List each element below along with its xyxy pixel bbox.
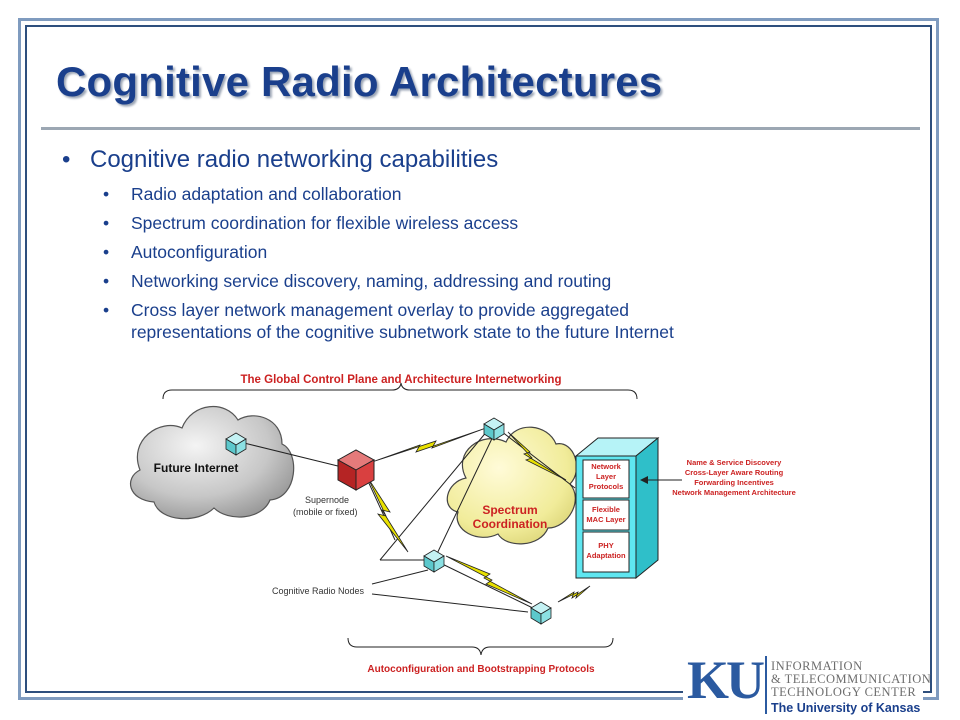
bottom-brace <box>347 637 614 656</box>
radio-node-icon <box>483 417 505 441</box>
stack-network-layer <box>582 459 630 499</box>
slide-frame-inner <box>25 25 932 693</box>
logo-line-3: TECHNOLOGY CENTER <box>771 685 917 699</box>
stack-mac-layer <box>582 499 630 531</box>
stack-network-label-2: Layer <box>596 472 616 481</box>
top-brace <box>162 382 638 400</box>
sub-bullet-adaptation: Radio adaptation and collaboration <box>103 183 402 205</box>
supernode-icon <box>336 449 376 491</box>
radio-node-icon <box>225 432 247 456</box>
logo-line-2: & TELECOMMUNICATION <box>771 672 932 686</box>
future-internet-cloud: Future Internet <box>130 406 295 520</box>
sub-bullet-spectrum: Spectrum coordination for flexible wirel… <box>103 212 518 234</box>
spectrum-label-line2: Coordination <box>473 517 548 531</box>
feature-label-3: Forwarding Incentives <box>694 478 774 487</box>
stack-network-label-1: Network <box>591 462 621 471</box>
lightning-icon <box>367 477 409 553</box>
sub-bullet-cross-layer-cont: representations of the cognitive subnetw… <box>131 322 674 342</box>
lightning-icon <box>445 555 533 605</box>
lightning-icon <box>557 585 591 603</box>
radio-node-icon <box>423 549 445 573</box>
spectrum-label-line1: Spectrum <box>482 503 537 517</box>
stack-mac-label-2: MAC Layer <box>586 515 625 524</box>
feature-label-1: Name & Service Discovery <box>687 458 782 467</box>
stack-phy-label-1: PHY <box>598 541 613 550</box>
feature-label-4: Network Management Architecture <box>672 488 796 497</box>
stack-mac-label-1: Flexible <box>592 505 620 514</box>
cloud-label: Future Internet <box>154 461 239 475</box>
title-divider <box>41 127 920 130</box>
stack-network-label-3: Protocols <box>589 482 624 491</box>
bullet-main: Cognitive radio networking capabilities <box>62 146 498 174</box>
slide-title: Cognitive Radio Architectures <box>56 58 663 105</box>
nodes-label: Cognitive Radio Nodes <box>272 586 365 596</box>
logo-divider <box>765 656 767 714</box>
slide-frame-outer <box>18 18 939 700</box>
spectrum-coordination-cloud: Spectrum Coordination <box>446 426 578 545</box>
arrow-head-icon <box>640 476 648 484</box>
lightning-icon <box>507 431 567 481</box>
protocol-stack: Network Layer Protocols Flexible MAC Lay… <box>574 436 660 580</box>
bottom-label: Autoconfiguration and Bootstrapping Prot… <box>367 664 595 675</box>
top-label: The Global Control Plane and Architectur… <box>241 374 562 386</box>
supernode-label-line1: Supernode <box>305 495 349 505</box>
logo-mark: KU <box>687 650 765 710</box>
supernode-label-line2: (mobile or fixed) <box>293 507 358 517</box>
logo-line-1: INFORMATION <box>771 659 863 673</box>
university-logo: KU INFORMATION & TELECOMMUNICATION TECHN… <box>683 650 931 720</box>
logo-university: The University of Kansas <box>771 701 921 715</box>
sub-bullet-service-discovery: Networking service discovery, naming, ad… <box>103 270 611 292</box>
radio-node-icon <box>530 601 552 625</box>
stack-phy-layer <box>582 531 630 573</box>
sub-bullet-autoconfig: Autoconfiguration <box>103 241 267 263</box>
feature-label-2: Cross-Layer Aware Routing <box>685 468 784 477</box>
stack-phy-label-2: Adaptation <box>586 551 626 560</box>
sub-bullet-cross-layer: Cross layer network management overlay t… <box>103 299 629 321</box>
